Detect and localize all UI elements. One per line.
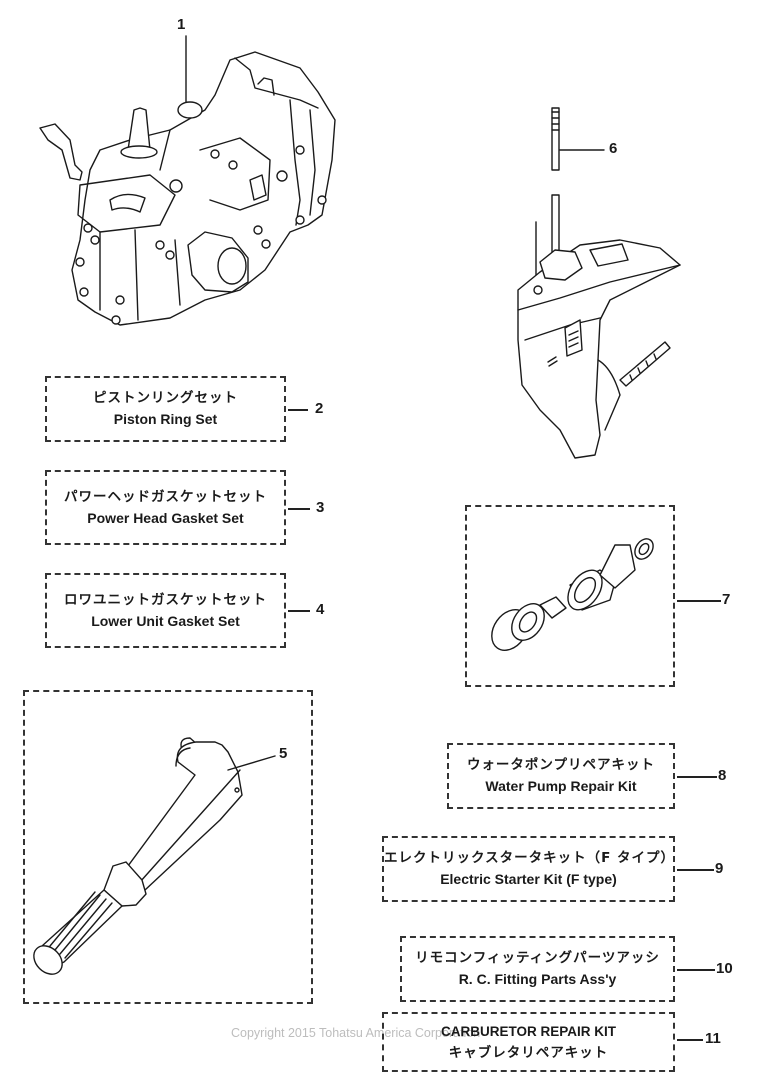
leader-line-10 <box>677 969 715 971</box>
copyright-notice: Copyright 2015 Tohatsu America Corporati… <box>231 1026 481 1040</box>
kit-box-water-pump-repair-kit: ウォータポンプリペアキット Water Pump Repair Kit <box>447 743 675 809</box>
kit-box-rc-fitting-parts: リモコンフィッティングパーツアッシ R. C. Fitting Parts As… <box>400 936 675 1002</box>
callout-number-4: 4 <box>316 601 325 618</box>
callout-number-8: 8 <box>718 767 727 784</box>
leader-line-2 <box>288 409 308 411</box>
kit-label-en: Water Pump Repair Kit <box>485 778 637 794</box>
leader-line-4 <box>288 610 310 612</box>
callout-number-2: 2 <box>315 400 324 417</box>
kit-label-en: Lower Unit Gasket Set <box>91 612 240 629</box>
callout-number-1: 1 <box>177 16 186 33</box>
kit-label-en: Electric Starter Kit (F type) <box>440 871 617 887</box>
callout-number-5: 5 <box>279 745 288 762</box>
kit-box-carburetor-repair-kit: CARBURETOR REPAIR KIT キャブレタリペアキット <box>382 1012 675 1072</box>
kit-box-water-pump-parts <box>465 505 675 687</box>
leader-line-11 <box>677 1039 703 1041</box>
callout-number-11: 11 <box>705 1030 721 1047</box>
kit-label-jp: ロワユニットガスケットセット <box>64 591 267 608</box>
callout-number-7: 7 <box>722 591 731 608</box>
kit-label-en: Power Head Gasket Set <box>87 509 244 526</box>
leader-line-8 <box>677 776 717 778</box>
kit-label-jp: キャブレタリペアキット <box>448 1045 609 1061</box>
leader-line-3 <box>288 508 310 510</box>
callout-number-3: 3 <box>316 499 325 516</box>
kit-box-power-head-gasket-set: パワーヘッドガスケットセット Power Head Gasket Set <box>45 470 286 545</box>
kit-label-jp: リモコンフィッティングパーツアッシ <box>415 950 660 966</box>
callout-number-10: 10 <box>716 960 733 977</box>
leader-line-7 <box>677 600 721 602</box>
kit-label-jp: ウォータポンプリペアキット <box>466 757 656 773</box>
kit-box-tiller-grip <box>23 690 313 1004</box>
leader-line-9 <box>677 869 714 871</box>
kit-label-en: CARBURETOR REPAIR KIT <box>440 1024 616 1039</box>
kit-box-electric-starter-kit: エレクトリックスタータキット（F タイプ） Electric Starter K… <box>382 836 675 902</box>
callout-number-6: 6 <box>609 140 618 157</box>
kit-label-en: R. C. Fitting Parts Ass'y <box>458 971 617 987</box>
kit-label-jp: ピストンリングセット <box>93 390 238 406</box>
kit-label-en: Piston Ring Set <box>113 411 218 427</box>
callout-number-9: 9 <box>715 860 724 877</box>
kit-label-jp: エレクトリックスタータキット（F タイプ） <box>384 850 676 866</box>
kit-label-jp: パワーヘッドガスケットセット <box>64 488 267 505</box>
kit-box-piston-ring-set: ピストンリングセット Piston Ring Set <box>45 376 286 442</box>
kit-box-lower-unit-gasket-set: ロワユニットガスケットセット Lower Unit Gasket Set <box>45 573 286 648</box>
